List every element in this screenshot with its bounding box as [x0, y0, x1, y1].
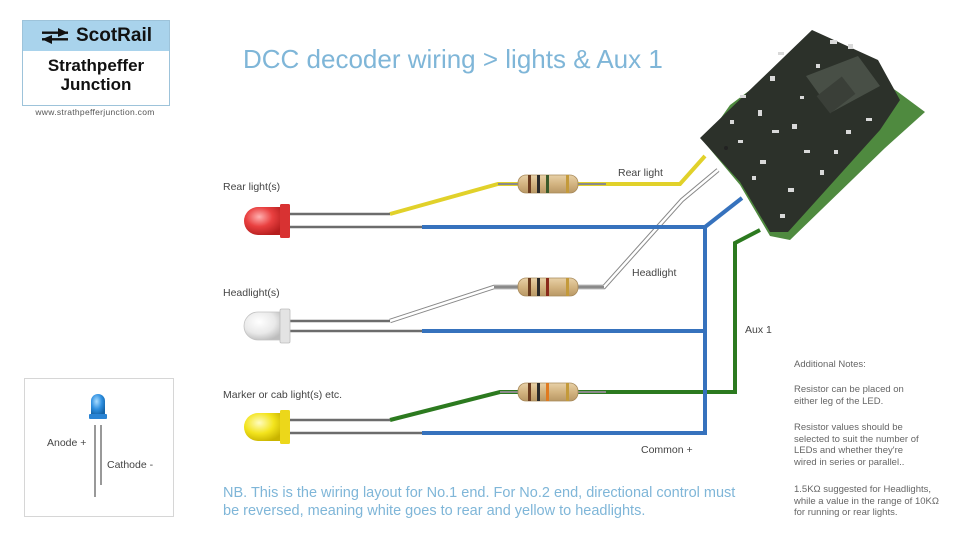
logo-name-line1: Strathpeffer	[47, 56, 145, 75]
label-anode: Anode +	[47, 437, 87, 449]
led-legs	[290, 212, 422, 435]
scotrail-logo: ScotRail Strathpeffer Junction	[22, 20, 170, 106]
note-item: Resistor can be placed on either leg of …	[794, 384, 904, 407]
logo-brand: ScotRail	[75, 25, 153, 46]
resistor-head	[494, 277, 604, 297]
blue-led-diagram	[89, 394, 107, 497]
resistor-aux	[500, 382, 606, 402]
resistor-rear	[498, 174, 606, 194]
logo-name-line2: Junction	[60, 75, 132, 94]
label-marker-lights: Marker or cab light(s) etc.	[223, 389, 343, 401]
logo-url: www.strathpefferjunction.com	[35, 107, 155, 117]
nb-note: NB. This is the wiring layout for No.1 e…	[223, 485, 736, 519]
led-polarity-box: Anode + Cathode -	[24, 378, 174, 517]
dcc-decoder	[700, 30, 925, 240]
logo-name: Strathpeffer Junction	[23, 51, 169, 94]
label-aux1-wire: Aux 1	[745, 324, 772, 336]
note-item: 1.5KΩ suggested for Headlights, while a …	[794, 484, 939, 518]
double-arrow-icon	[41, 28, 68, 44]
notes-heading: Additional Notes:	[794, 359, 866, 370]
blue-common-wire	[422, 196, 744, 435]
logo-header: ScotRail	[23, 21, 169, 51]
yellow-led	[244, 410, 290, 444]
label-rear-light-wire: Rear light	[618, 167, 663, 179]
label-headlight-wire: Headlight	[632, 267, 677, 279]
label-headlights: Headlight(s)	[223, 287, 280, 299]
note-item: Resistor values should be selected to su…	[794, 422, 919, 468]
white-led	[243, 308, 291, 344]
label-rear-lights: Rear light(s)	[223, 181, 281, 193]
label-cathode: Cathode -	[107, 459, 154, 471]
page-title: DCC decoder wiring > lights & Aux 1	[243, 44, 663, 74]
label-common-wire: Common +	[641, 444, 693, 456]
red-led	[244, 204, 290, 238]
